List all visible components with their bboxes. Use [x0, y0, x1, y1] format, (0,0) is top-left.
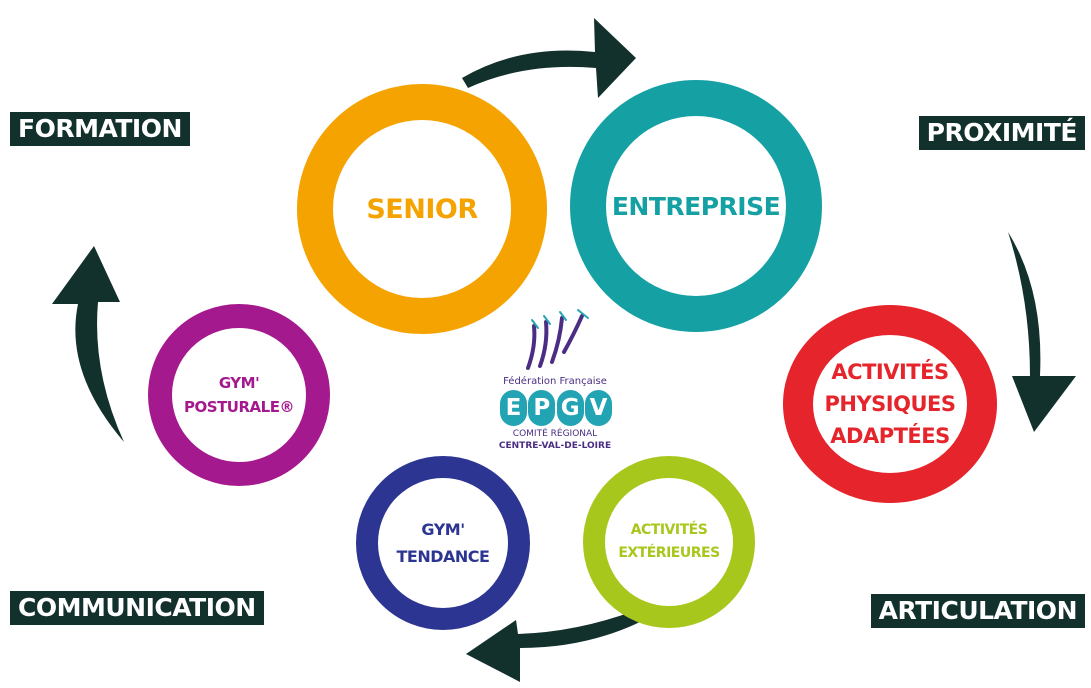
ring-exterieures-label: ACTIVITÉS EXTÉRIEURES	[618, 522, 720, 561]
logo-letter: G	[556, 390, 584, 426]
ring-senior: SENIOR	[297, 84, 547, 334]
epgv-logo: Fédération Française E P G V COMITÉ RÉGI…	[490, 300, 620, 460]
ring-entreprise-label: ENTREPRISE	[611, 191, 781, 221]
ring-activites-exterieures: ACTIVITÉS EXTÉRIEURES	[583, 456, 755, 628]
logo-region-text: CENTRE-VAL-DE-LOIRE	[498, 441, 612, 451]
ring-gym-posturale: GYM' POSTURALE®	[148, 304, 330, 486]
cycle-arrow-icon	[462, 18, 636, 98]
logo-federation-text: Fédération Française	[503, 376, 607, 387]
ring-senior-label: SENIOR	[366, 193, 478, 225]
ring-activites-physiques-adaptees: ACTIVITÉS PHYSIQUES ADAPTÉES	[783, 305, 997, 503]
gymnast-figures-icon	[526, 309, 589, 370]
ring-tendance-label: GYM' TENDANCE	[396, 520, 490, 566]
label-formation: FORMATION	[10, 112, 190, 146]
logo-epgv-letters: E P G V	[500, 390, 612, 426]
label-proximite: PROXIMITÉ	[918, 116, 1085, 150]
label-communication: COMMUNICATION	[10, 591, 264, 625]
logo-letter: E	[500, 390, 527, 426]
logo-comite-text: COMITÉ RÉGIONAL	[512, 429, 598, 439]
label-articulation: ARTICULATION	[870, 594, 1085, 628]
cycle-arrow-icon	[52, 246, 124, 442]
ring-gym-tendance: GYM' TENDANCE	[356, 456, 530, 630]
logo-letter: P	[528, 390, 556, 426]
logo-letter: V	[584, 390, 612, 426]
cycle-arrow-icon	[466, 608, 648, 682]
ring-posturale-label: GYM' POSTURALE®	[184, 374, 294, 416]
ring-entreprise: ENTREPRISE	[570, 80, 822, 332]
cycle-arrow-icon	[1008, 232, 1076, 432]
ring-apa-label: ACTIVITÉS PHYSIQUES ADAPTÉES	[824, 360, 957, 448]
